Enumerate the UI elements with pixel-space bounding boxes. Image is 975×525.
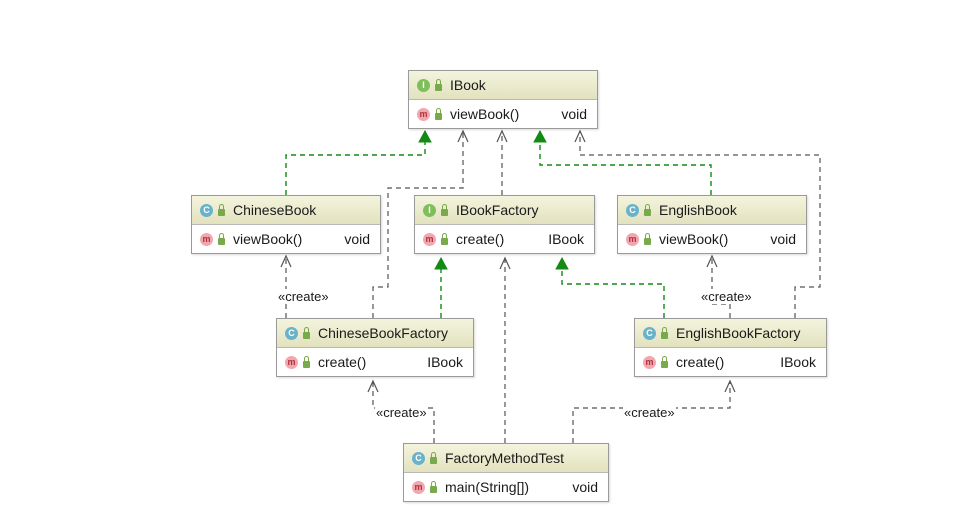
method-name: create() [456,231,505,247]
public-lock-icon [441,203,448,216]
create-stereotype-label: «create» [700,289,753,304]
class-box-factory-method-test[interactable]: C FactoryMethodTest m main(String[]) voi… [403,443,609,502]
method-name: create() [318,354,367,370]
class-header: C ChineseBookFactory [277,319,473,348]
class-name: FactoryMethodTest [445,450,565,466]
return-type: void [770,231,796,247]
class-name: ChineseBook [233,202,317,218]
public-lock-icon [430,451,437,464]
interface-icon: I [423,203,436,217]
dependency-line [579,131,821,318]
method-name: main(String[]) [445,479,530,495]
dependency-arrowhead [706,254,718,268]
method-row[interactable]: m viewBook() void [409,100,597,128]
method-icon: m [200,232,213,246]
class-box-ibook-factory[interactable]: I IBookFactory m create() IBook [414,195,595,254]
class-name: ChineseBookFactory [318,325,448,341]
public-lock-icon [303,326,310,339]
class-name: IBookFactory [456,202,539,218]
dependency-arrowhead [574,129,586,143]
class-box-chinese-book[interactable]: C ChineseBook m viewBook() void [191,195,381,254]
return-type: IBook [780,354,816,370]
class-icon: C [200,203,213,217]
implements-arrowhead [533,129,547,143]
class-name: IBook [450,77,486,93]
method-row[interactable]: m create() IBook [277,348,473,376]
public-lock-icon [435,78,442,91]
interface-icon: I [417,78,430,92]
create-stereotype-label: «create» [277,289,330,304]
method-icon: m [643,355,656,369]
method-name: viewBook() [450,106,520,122]
return-type: void [572,479,598,495]
public-lock-icon [435,107,442,120]
dependency-arrowhead [499,256,511,270]
class-box-chinese-book-factory[interactable]: C ChineseBookFactory m create() IBook [276,318,474,377]
implements-line [539,131,712,195]
method-name: viewBook() [233,231,303,247]
public-lock-icon [430,480,437,493]
public-lock-icon [303,355,310,368]
method-row[interactable]: m main(String[]) void [404,473,608,501]
method-row[interactable]: m create() IBook [415,225,594,253]
class-icon: C [643,326,656,340]
dependency-line [711,256,731,318]
class-header: C EnglishBookFactory [635,319,826,348]
method-row[interactable]: m create() IBook [635,348,826,376]
method-icon: m [423,232,436,246]
class-header: C FactoryMethodTest [404,444,608,473]
implements-arrowhead [434,256,448,270]
method-icon: m [285,355,298,369]
implements-line [561,258,665,318]
class-header: I IBook [409,71,597,100]
dependency-line [372,131,464,318]
public-lock-icon [644,203,651,216]
return-type: IBook [548,231,584,247]
class-box-ibook[interactable]: I IBook m viewBook() void [408,70,598,129]
public-lock-icon [661,326,668,339]
method-row[interactable]: m viewBook() void [192,225,380,253]
class-name: EnglishBook [659,202,737,218]
public-lock-icon [218,232,225,245]
class-box-english-book[interactable]: C EnglishBook m viewBook() void [617,195,807,254]
return-type: void [561,106,587,122]
method-row[interactable]: m viewBook() void [618,225,806,253]
dependency-arrowhead [457,129,469,143]
return-type: IBook [427,354,463,370]
implements-arrowhead [418,129,432,143]
public-lock-icon [218,203,225,216]
dependency-arrowhead [724,379,736,393]
dependency-arrowhead [367,379,379,393]
method-name: viewBook() [659,231,729,247]
class-header: C ChineseBook [192,196,380,225]
create-stereotype-label: «create» [623,405,676,420]
class-icon: C [626,203,639,217]
public-lock-icon [661,355,668,368]
method-icon: m [626,232,639,246]
implements-line [285,131,426,195]
class-name: EnglishBookFactory [676,325,801,341]
class-header: I IBookFactory [415,196,594,225]
class-header: C EnglishBook [618,196,806,225]
create-stereotype-label: «create» [375,405,428,420]
class-icon: C [412,451,425,465]
dependency-arrowhead [280,254,292,268]
dependency-arrowhead [496,129,508,143]
return-type: void [344,231,370,247]
class-icon: C [285,326,298,340]
implements-arrowhead [555,256,569,270]
class-box-english-book-factory[interactable]: C EnglishBookFactory m create() IBook [634,318,827,377]
public-lock-icon [644,232,651,245]
public-lock-icon [441,232,448,245]
method-icon: m [412,480,425,494]
method-name: create() [676,354,725,370]
method-icon: m [417,107,430,121]
